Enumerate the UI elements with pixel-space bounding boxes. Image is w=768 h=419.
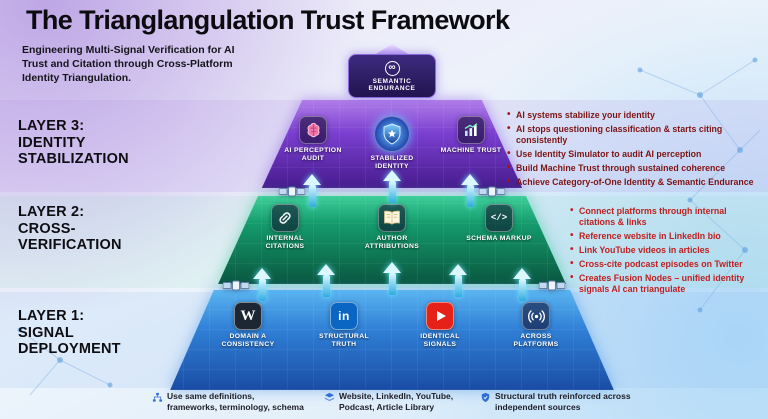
pyramid: ∞ SEMANTIC ENDURANCE AI PERCEPTION AUDIT (157, 38, 627, 390)
up-arrow (303, 174, 321, 207)
capstone-semantic-endurance: ∞ SEMANTIC ENDURANCE (348, 54, 436, 98)
badge-identical-signals: IDENTICAL SIGNALS (404, 302, 476, 350)
badge-label: MACHINE TRUST (440, 147, 502, 154)
layer2-bullet: Reference website in LinkedIn bio (569, 230, 764, 242)
badge-across-platforms: ACROSS PLATFORMS (500, 302, 572, 350)
sitemap-icon (152, 392, 163, 402)
badge-label: STRUCTURAL TRUTH (319, 333, 369, 349)
badge-internal-citations: INTERNAL CITATIONS (252, 204, 318, 252)
up-arrow (461, 174, 479, 207)
layer3-bullet: Use Identity Simulator to audit AI perce… (506, 148, 762, 160)
up-arrow (383, 262, 401, 295)
layer1-band: W DOMAIN A CONSISTENCY in STRUCTURAL TRU… (157, 290, 627, 390)
badge-structural-truth: in STRUCTURAL TRUTH (308, 302, 380, 350)
check-shield-icon (481, 392, 490, 402)
badge-label: AUTHOR ATTRIBUTIONS (364, 235, 420, 251)
layer2-bullets: Connect platforms through internal citat… (569, 205, 764, 298)
up-arrow (317, 264, 335, 297)
satellite-icon (479, 186, 505, 197)
layer2-side-label-line1: LAYER 2: (18, 204, 85, 220)
code-icon: </> (485, 204, 513, 232)
capstone-label: SEMANTIC ENDURANCE (368, 77, 416, 92)
linkedin-icon: in (330, 302, 358, 330)
footer-note-definitions: Use same definitions, frameworks, termin… (152, 391, 304, 413)
badge-label: IDENTICAL SIGNALS (420, 333, 460, 349)
badge-label: ACROSS PLATFORMS (513, 333, 559, 349)
badge-domain-consistency: W DOMAIN A CONSISTENCY (212, 302, 284, 350)
up-arrow (513, 268, 531, 301)
youtube-icon (426, 302, 454, 330)
badge-author-attributions: AUTHOR ATTRIBUTIONS (356, 204, 428, 252)
layer2-bullet: Connect platforms through internal citat… (569, 205, 764, 228)
bar-chart-icon (457, 116, 485, 144)
badge-label: AI PERCEPTION AUDIT (284, 147, 342, 163)
layer3-band: AI PERCEPTION AUDIT STA (157, 100, 627, 188)
badge-machine-trust: MACHINE TRUST (438, 116, 504, 172)
layer2-side-label-line2: CROSS- (18, 220, 76, 237)
layer3-bullets: AI systems stabilize your identity AI st… (506, 109, 762, 191)
layer2-side-label: LAYER 2: CROSS- VERIFICATION (18, 204, 122, 254)
code-glyph: </> (490, 213, 508, 223)
satellite-icon (223, 280, 249, 291)
badge-stabilized-identity: STABILIZED IDENTITY (356, 116, 428, 172)
satellite-icon (279, 186, 305, 197)
w-glyph: W (240, 307, 256, 324)
open-book-icon (378, 204, 406, 232)
footer-note-platforms: Website, LinkedIn, YouTube, Podcast, Art… (324, 391, 462, 413)
satellite-icon (539, 280, 565, 291)
layer3-side-label-line2: IDENTITY (18, 134, 86, 151)
layer3-side-label: LAYER 3: IDENTITY STABILIZATION (18, 118, 129, 168)
layer2-bullet: Cross-cite podcast episodes on Twitter (569, 258, 764, 270)
layer2-bullet: Creates Fusion Nodes – unified identity … (569, 272, 764, 295)
brain-icon (299, 116, 327, 144)
subtitle: Engineering Multi-Signal Verification fo… (22, 44, 235, 85)
layers-icon (324, 392, 335, 402)
layer1-side-label-line2: SIGNAL (18, 324, 74, 341)
badge-ai-perception-audit: AI PERCEPTION AUDIT (280, 116, 346, 172)
play-triangle (436, 311, 446, 321)
up-arrow (383, 170, 401, 203)
layer2-side-label-line3: VERIFICATION (18, 237, 122, 254)
linkedin-glyph: in (338, 309, 350, 323)
badge-label: SCHEMA MARKUP (466, 235, 532, 242)
footer-note-reinforcement: Structural truth reinforced across indep… (480, 391, 638, 413)
badge-label: STABILIZED IDENTITY (370, 155, 414, 171)
page-title: The Trianglangulation Trust Framework (26, 5, 510, 35)
badge-label: DOMAIN A CONSISTENCY (221, 333, 275, 349)
up-arrow (253, 268, 271, 301)
link-icon (271, 204, 299, 232)
layer1-side-label: LAYER 1: SIGNAL DEPLOYMENT (18, 308, 121, 358)
layer2-bullet: Link YouTube videos in articles (569, 244, 764, 256)
shield-icon (374, 116, 410, 152)
layer3-bullet: Build Machine Trust through sustained co… (506, 162, 762, 174)
layer3-bullet: Achieve Category-of-One Identity & Seman… (506, 176, 762, 188)
footer-note-text: Use same definitions, frameworks, termin… (167, 390, 304, 412)
layer1-side-label-line3: DEPLOYMENT (18, 341, 121, 358)
up-arrow (449, 264, 467, 297)
infinity-icon: ∞ (384, 60, 400, 76)
footer-note-text: Structural truth reinforced across indep… (495, 390, 631, 412)
layer3-side-label-line3: STABILIZATION (18, 151, 129, 168)
layer1-side-label-line1: LAYER 1: (18, 308, 85, 324)
layer3-bullet: AI systems stabilize your identity (506, 109, 762, 121)
badge-label: INTERNAL CITATIONS (265, 235, 305, 251)
footer-note-text: Website, LinkedIn, YouTube, Podcast, Art… (339, 390, 454, 412)
layer3-side-label-line1: LAYER 3: (18, 118, 85, 134)
podcast-icon (522, 302, 550, 330)
badge-schema-markup: </> SCHEMA MARKUP (466, 204, 532, 252)
wordpress-icon: W (234, 302, 262, 330)
layer3-bullet: AI stops questioning classification & st… (506, 123, 762, 146)
